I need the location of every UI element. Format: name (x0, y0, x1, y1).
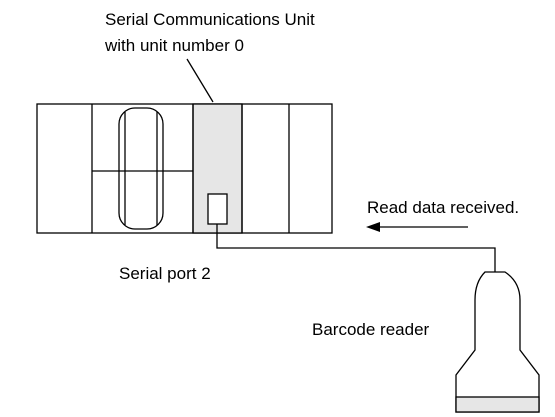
barcode-reader-label: Barcode reader (312, 320, 430, 339)
serial-port-label: Serial port 2 (119, 264, 211, 283)
unit-label-line2: with unit number 0 (104, 36, 244, 55)
unit-label-line1: Serial Communications Unit (105, 10, 315, 29)
plc-rack (36, 103, 333, 234)
rack-outline (36, 103, 333, 234)
serial-port-2-connector (207, 193, 228, 225)
data-direction-arrow (366, 222, 468, 232)
read-data-label: Read data received. (367, 198, 519, 217)
barcode-reader-icon (455, 271, 540, 413)
cpu-unit-rounded-cover (118, 107, 164, 230)
unit-leader-line (186, 58, 214, 103)
serial-cable (216, 224, 496, 272)
barcode-reader-window (455, 396, 540, 413)
